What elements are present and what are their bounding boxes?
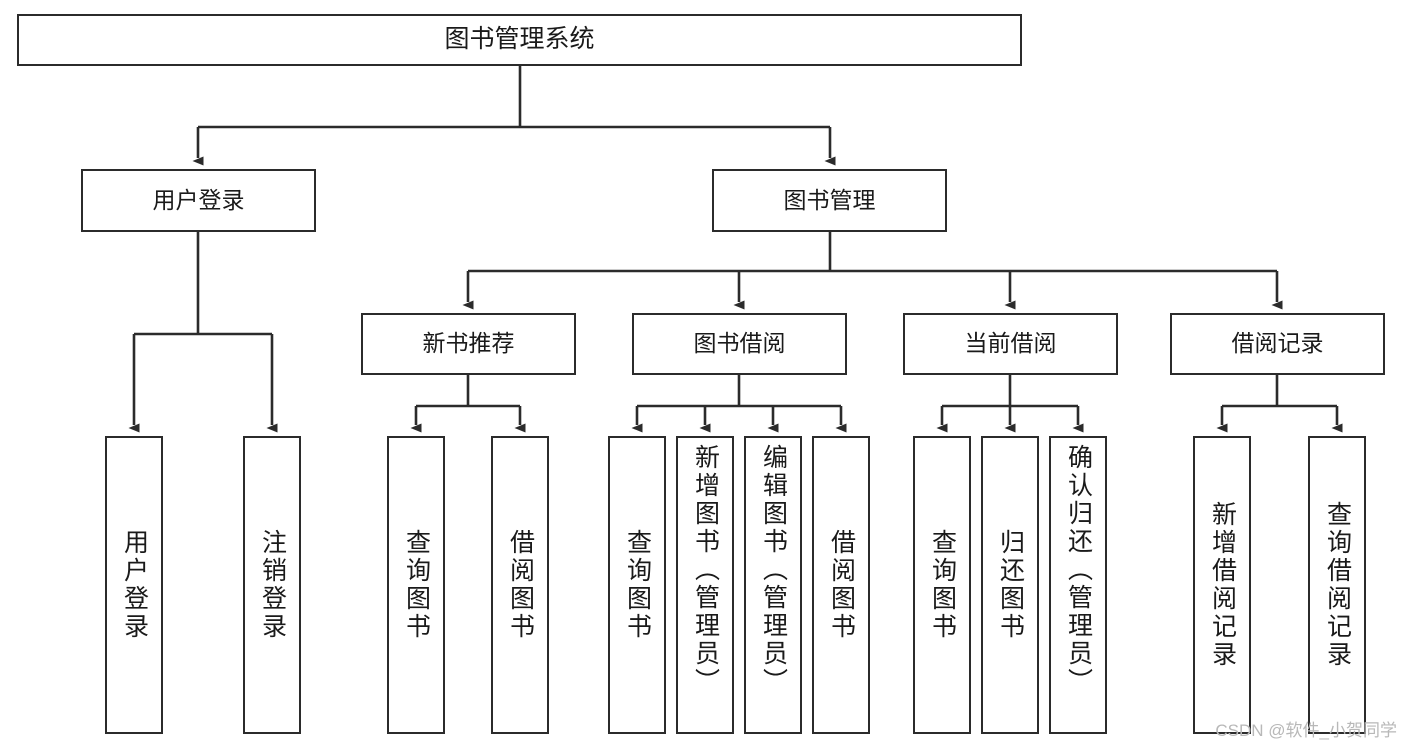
leaf-add-book-admin[interactable]: 新增图书（管理员） bbox=[676, 436, 734, 734]
leaf-confirm-return-admin[interactable]: 确认归还（管理员） bbox=[1049, 436, 1107, 734]
node-label: 当前借阅 bbox=[964, 330, 1057, 357]
leaf-return-book[interactable]: 归还图书 bbox=[981, 436, 1039, 734]
node-label: 借阅图书 bbox=[827, 529, 856, 641]
node-label: 用户登录 bbox=[120, 529, 149, 641]
node-borrow-record[interactable]: 借阅记录 bbox=[1170, 313, 1385, 375]
leaf-edit-book-admin[interactable]: 编辑图书（管理员） bbox=[744, 436, 802, 734]
node-label: 查询图书 bbox=[402, 529, 431, 641]
leaf-logout[interactable]: 注销登录 bbox=[243, 436, 301, 734]
node-label: 图书借阅 bbox=[693, 330, 786, 357]
leaf-borrow-book-new[interactable]: 借阅图书 bbox=[491, 436, 549, 734]
node-label: 查询图书 bbox=[623, 529, 652, 641]
node-book-management-system[interactable]: 图书管理系统 bbox=[17, 14, 1022, 66]
node-user-login[interactable]: 用户登录 bbox=[81, 169, 316, 232]
node-label: 注销登录 bbox=[258, 529, 287, 641]
node-label: 用户登录 bbox=[152, 186, 245, 213]
node-current-borrow[interactable]: 当前借阅 bbox=[903, 313, 1118, 375]
node-label: 借阅图书 bbox=[506, 529, 535, 641]
leaf-query-borrow-record[interactable]: 查询借阅记录 bbox=[1308, 436, 1366, 734]
node-label: 借阅记录 bbox=[1231, 330, 1324, 357]
node-book-borrow[interactable]: 图书借阅 bbox=[632, 313, 847, 375]
node-new-book-recommend[interactable]: 新书推荐 bbox=[361, 313, 576, 375]
node-label: 图书管理 bbox=[783, 186, 876, 213]
leaf-add-borrow-record[interactable]: 新增借阅记录 bbox=[1193, 436, 1251, 734]
node-label: 新增借阅记录 bbox=[1208, 501, 1237, 669]
node-label: 查询借阅记录 bbox=[1323, 501, 1352, 669]
node-label: 编辑图书（管理员） bbox=[759, 444, 788, 696]
node-label: 图书管理系统 bbox=[444, 25, 595, 54]
leaf-borrow-book[interactable]: 借阅图书 bbox=[812, 436, 870, 734]
leaf-query-book-new[interactable]: 查询图书 bbox=[387, 436, 445, 734]
leaf-user-login[interactable]: 用户登录 bbox=[105, 436, 163, 734]
leaf-query-book-current[interactable]: 查询图书 bbox=[913, 436, 971, 734]
node-label: 确认归还（管理员） bbox=[1064, 444, 1093, 696]
node-label: 归还图书 bbox=[996, 529, 1025, 641]
node-label: 新增图书（管理员） bbox=[691, 444, 720, 696]
node-label: 新书推荐 bbox=[422, 330, 515, 357]
node-book-management[interactable]: 图书管理 bbox=[712, 169, 947, 232]
leaf-query-book-borrow[interactable]: 查询图书 bbox=[608, 436, 666, 734]
node-label: 查询图书 bbox=[928, 529, 957, 641]
